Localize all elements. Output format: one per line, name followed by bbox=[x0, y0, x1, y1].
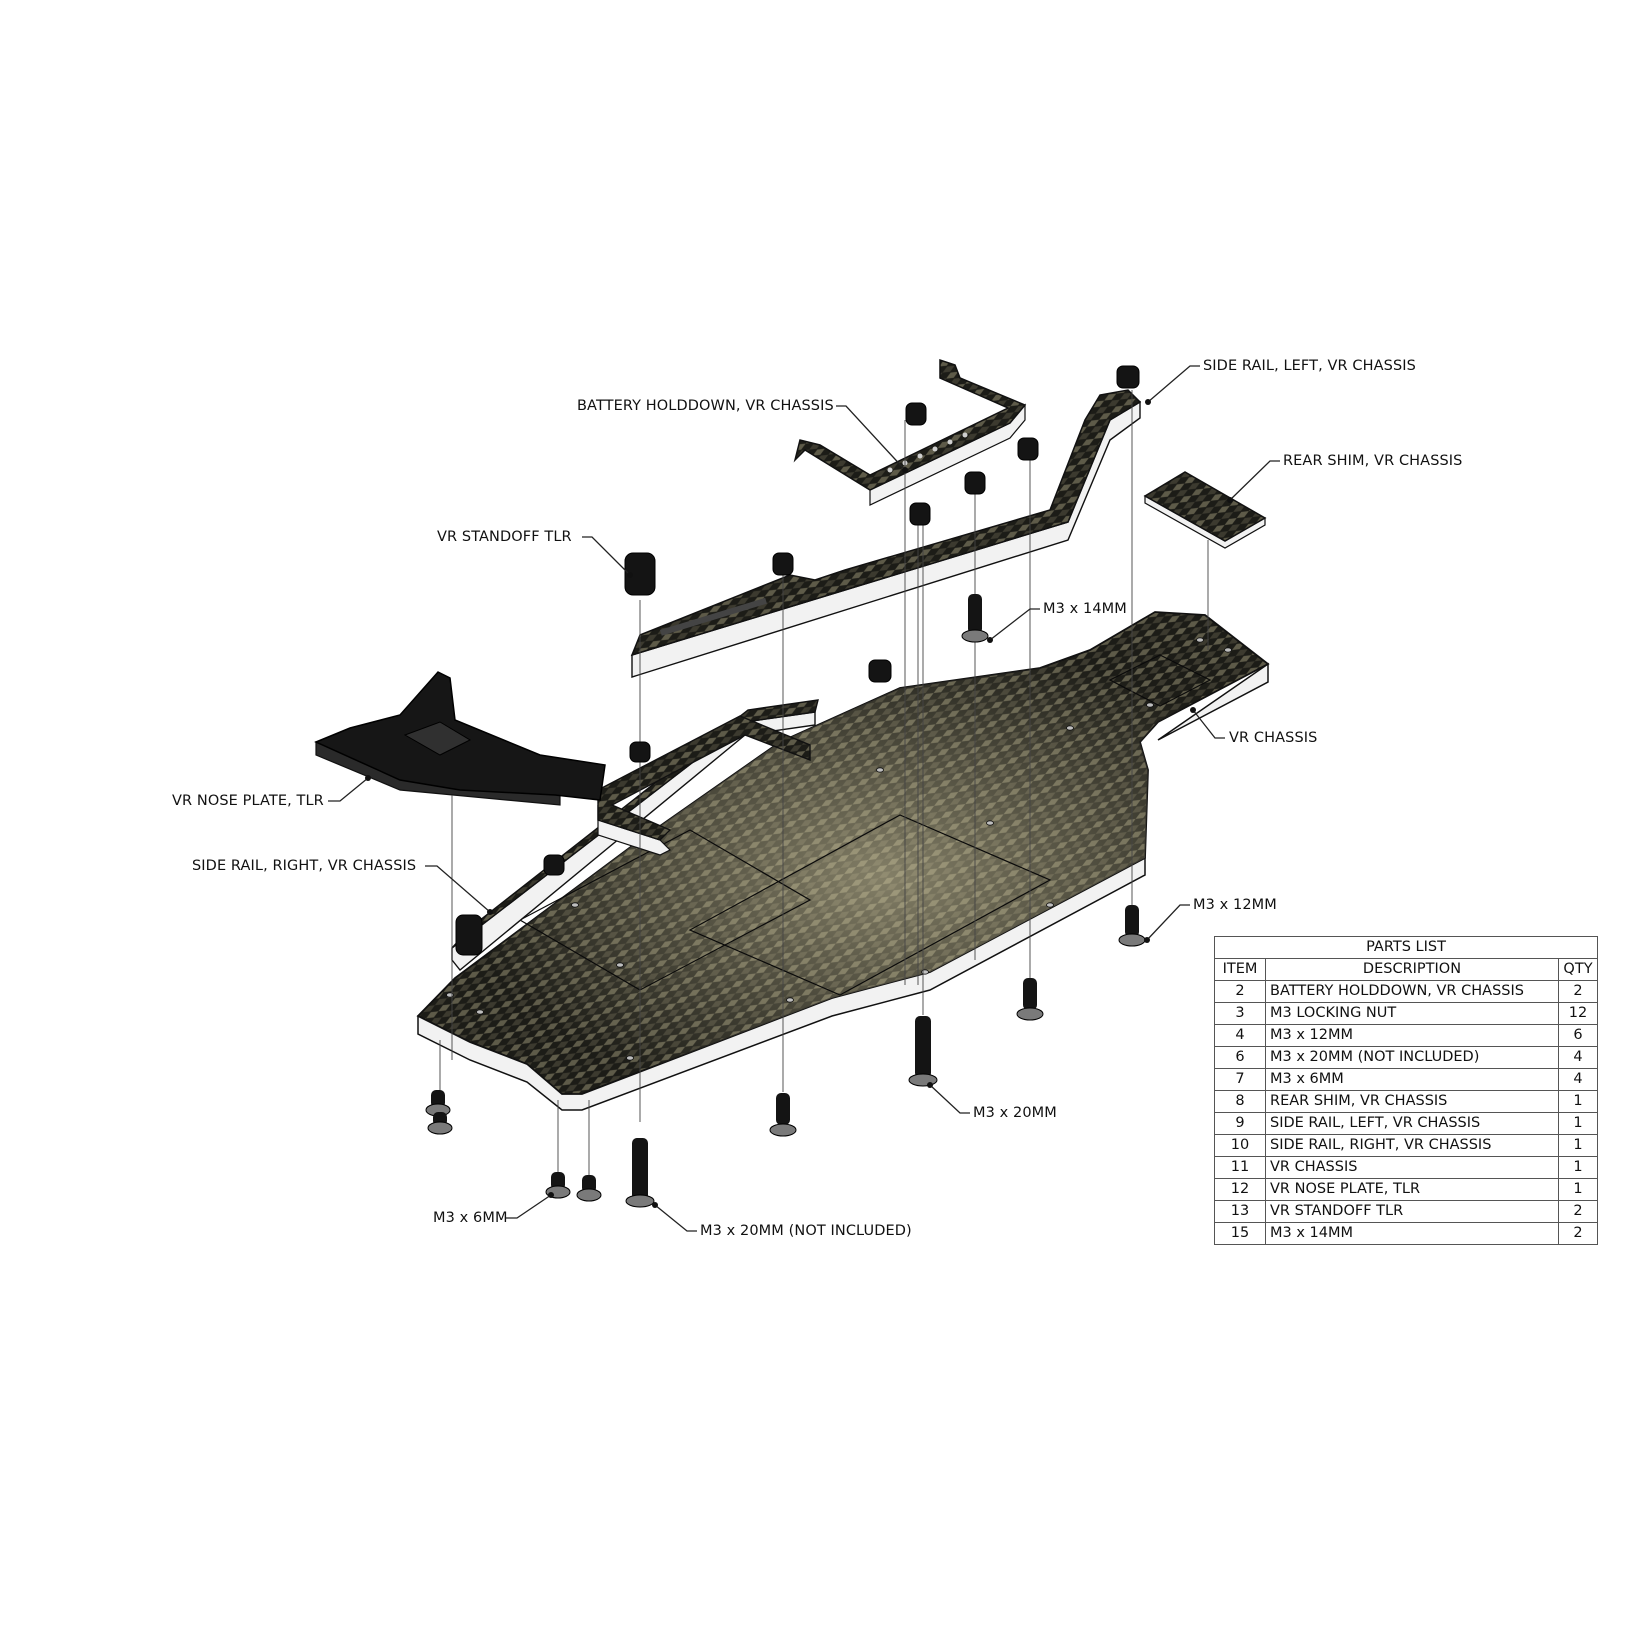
callout-m3x20: M3 x 20MM bbox=[973, 1105, 1057, 1121]
item-description: M3 x 20MM (NOT INCLUDED) bbox=[1265, 1046, 1559, 1069]
item-number: 15 bbox=[1214, 1222, 1266, 1245]
callout-vr-chassis: VR CHASSIS bbox=[1229, 730, 1318, 746]
screws bbox=[425, 594, 1146, 1208]
battery-holddown-upper bbox=[793, 358, 1027, 506]
item-qty: 1 bbox=[1558, 1178, 1598, 1201]
item-description: REAR SHIM, VR CHASSIS bbox=[1265, 1090, 1559, 1113]
item-number: 9 bbox=[1214, 1112, 1266, 1135]
parts-list-title: PARTS LIST bbox=[1214, 936, 1598, 959]
screw-m3x6 bbox=[427, 1112, 453, 1135]
leader-lines bbox=[328, 365, 1280, 1232]
callout-m3x20-not-included: M3 x 20MM (NOT INCLUDED) bbox=[700, 1223, 912, 1239]
item-qty: 1 bbox=[1558, 1090, 1598, 1113]
item-qty: 1 bbox=[1558, 1156, 1598, 1179]
item-qty: 2 bbox=[1558, 1200, 1598, 1223]
item-number: 8 bbox=[1214, 1090, 1266, 1113]
callout-side-rail-left: SIDE RAIL, LEFT, VR CHASSIS bbox=[1203, 358, 1416, 374]
item-description: M3 x 6MM bbox=[1265, 1068, 1559, 1091]
side-rail-left bbox=[630, 389, 1142, 678]
callout-vr-standoff: VR STANDOFF TLR bbox=[437, 529, 572, 545]
callout-m3x14: M3 x 14MM bbox=[1043, 601, 1127, 617]
item-qty: 2 bbox=[1558, 1222, 1598, 1245]
item-description: VR CHASSIS bbox=[1265, 1156, 1559, 1179]
screw-m3x6 bbox=[576, 1175, 602, 1202]
callout-vr-nose-plate: VR NOSE PLATE, TLR bbox=[172, 793, 324, 809]
vr-nose-plate bbox=[314, 671, 606, 806]
item-number: 10 bbox=[1214, 1134, 1266, 1157]
item-description: M3 x 12MM bbox=[1265, 1024, 1559, 1047]
header-item: ITEM bbox=[1214, 958, 1266, 981]
rear-shim bbox=[1143, 471, 1267, 549]
item-qty: 12 bbox=[1558, 1002, 1598, 1025]
screw-m3x12 bbox=[769, 1093, 797, 1137]
vr-standoffs bbox=[455, 552, 656, 956]
header-description: DESCRIPTION bbox=[1265, 958, 1559, 981]
item-description: SIDE RAIL, RIGHT, VR CHASSIS bbox=[1265, 1134, 1559, 1157]
item-number: 12 bbox=[1214, 1178, 1266, 1201]
locking-nuts bbox=[543, 365, 1140, 876]
item-number: 6 bbox=[1214, 1046, 1266, 1069]
item-description: BATTERY HOLDDOWN, VR CHASSIS bbox=[1265, 980, 1559, 1003]
screw-m3x20-not-included bbox=[625, 1138, 655, 1208]
callout-rear-shim: REAR SHIM, VR CHASSIS bbox=[1283, 453, 1463, 469]
item-qty: 6 bbox=[1558, 1024, 1598, 1047]
item-qty: 1 bbox=[1558, 1134, 1598, 1157]
screw-m3x20 bbox=[908, 1016, 938, 1087]
item-qty: 4 bbox=[1558, 1046, 1598, 1069]
item-description: M3 x 14MM bbox=[1265, 1222, 1559, 1245]
item-description: VR STANDOFF TLR bbox=[1265, 1200, 1559, 1223]
header-qty: QTY bbox=[1558, 958, 1598, 981]
item-description: SIDE RAIL, LEFT, VR CHASSIS bbox=[1265, 1112, 1559, 1135]
item-description: VR NOSE PLATE, TLR bbox=[1265, 1178, 1559, 1201]
callout-battery-holddown: BATTERY HOLDDOWN, VR CHASSIS bbox=[577, 398, 834, 414]
item-number: 3 bbox=[1214, 1002, 1266, 1025]
item-qty: 2 bbox=[1558, 980, 1598, 1003]
callout-m3x12: M3 x 12MM bbox=[1193, 897, 1277, 913]
vr-chassis-plate bbox=[416, 611, 1270, 1111]
item-qty: 1 bbox=[1558, 1112, 1598, 1135]
callout-m3x6: M3 x 6MM bbox=[433, 1210, 508, 1226]
leader-arrowheads bbox=[365, 399, 1233, 1208]
item-description: M3 LOCKING NUT bbox=[1265, 1002, 1559, 1025]
item-number: 13 bbox=[1214, 1200, 1266, 1223]
callout-side-rail-right: SIDE RAIL, RIGHT, VR CHASSIS bbox=[192, 858, 417, 874]
explode-lines bbox=[439, 390, 1209, 1180]
item-number: 2 bbox=[1214, 980, 1266, 1003]
screw-m3x14 bbox=[961, 594, 989, 643]
item-qty: 4 bbox=[1558, 1068, 1598, 1091]
screw-m3x12 bbox=[1118, 905, 1146, 947]
screw-m3x12 bbox=[1016, 978, 1044, 1021]
item-number: 4 bbox=[1214, 1024, 1266, 1047]
item-number: 11 bbox=[1214, 1156, 1266, 1179]
item-number: 7 bbox=[1214, 1068, 1266, 1091]
